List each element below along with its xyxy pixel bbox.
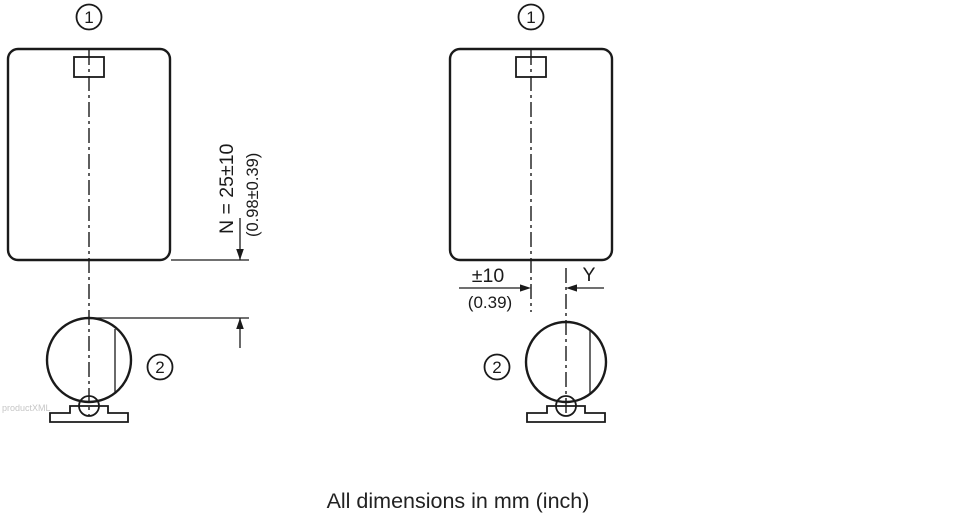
arrowhead-right-icon	[520, 284, 531, 292]
callout-1-label: 1	[84, 8, 93, 27]
callout-2-circle	[146, 353, 174, 381]
mounting-bracket	[526, 405, 606, 423]
callout-1-label: 1	[526, 8, 535, 27]
bracket-pivot-hole	[555, 395, 577, 417]
callout-2-label: 2	[155, 358, 164, 377]
dimension-label-inch: (0.98±0.39)	[244, 153, 262, 237]
arrowhead-up-icon	[236, 318, 244, 329]
watermark: productXML	[2, 403, 51, 413]
arrowhead-down-icon	[236, 249, 244, 260]
offset-label-inch: (0.39)	[468, 293, 512, 312]
figure-left: 1 2 N = 25±10 (0.98±	[6, 3, 262, 423]
callout-1-circle	[75, 3, 103, 31]
dimension-label-mm: N = 25±10	[216, 143, 238, 234]
mounting-bracket	[49, 405, 129, 423]
offset-label-mm: ±10	[472, 265, 505, 287]
bracket-pivot-hole	[78, 395, 100, 417]
callout-2-label: 2	[492, 358, 501, 377]
figure-right: 1 ±10 (0.39) Y 2	[448, 3, 614, 423]
callout-1-circle	[517, 3, 545, 31]
object-roller	[524, 320, 608, 404]
offset-label-y: Y	[582, 264, 595, 286]
arrowhead-left-icon	[566, 284, 577, 292]
footer-note: All dimensions in mm (inch)	[327, 489, 590, 513]
object-roller	[45, 316, 133, 404]
callout-2-circle	[483, 353, 511, 381]
